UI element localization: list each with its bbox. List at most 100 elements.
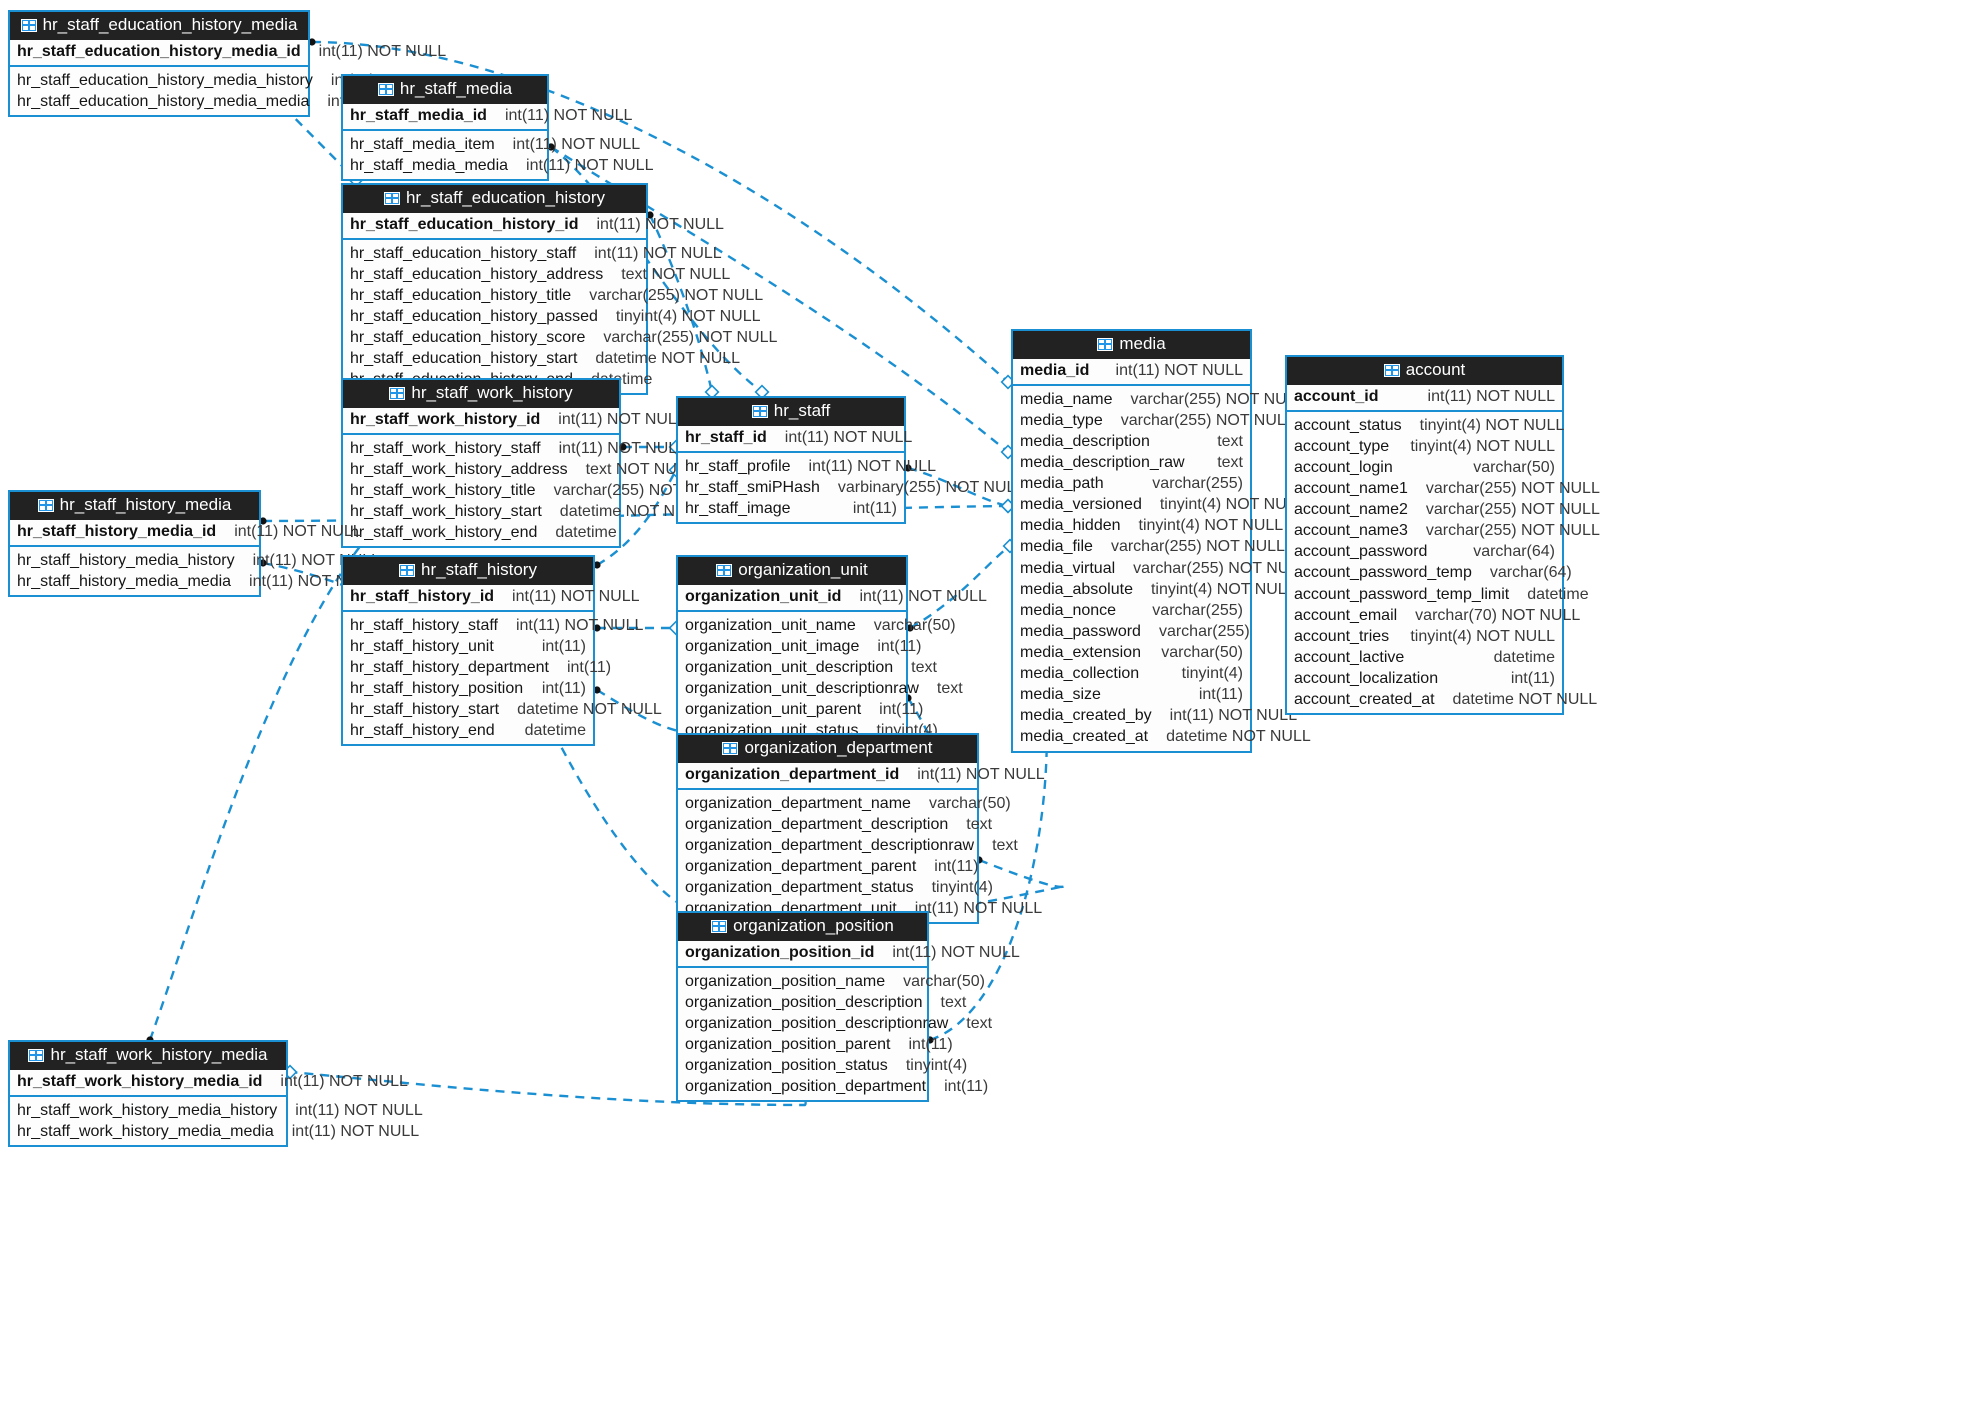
column-row[interactable]: hr_staff_education_history_media_mediain… [10,91,455,112]
column-row[interactable]: hr_staff_education_history_media_history… [10,70,458,91]
